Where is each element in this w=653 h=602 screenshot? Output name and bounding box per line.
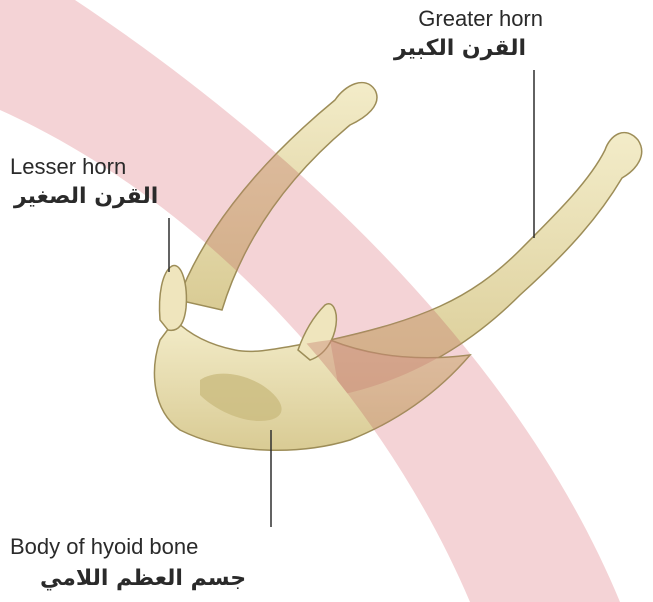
body-label-ar: جسم العظم اللامي — [40, 566, 246, 591]
greater-horn-label: Greater horn — [418, 6, 543, 31]
highlight-band — [0, 0, 620, 602]
lesser-horn-label-ar: القرن الصغير — [14, 184, 158, 209]
greater-horn-label-ar: القرن الكبير — [394, 36, 526, 61]
body-label: Body of hyoid bone — [10, 534, 198, 559]
left-lesser-horn — [160, 266, 187, 331]
lesser-horn-label: Lesser horn — [10, 154, 126, 179]
